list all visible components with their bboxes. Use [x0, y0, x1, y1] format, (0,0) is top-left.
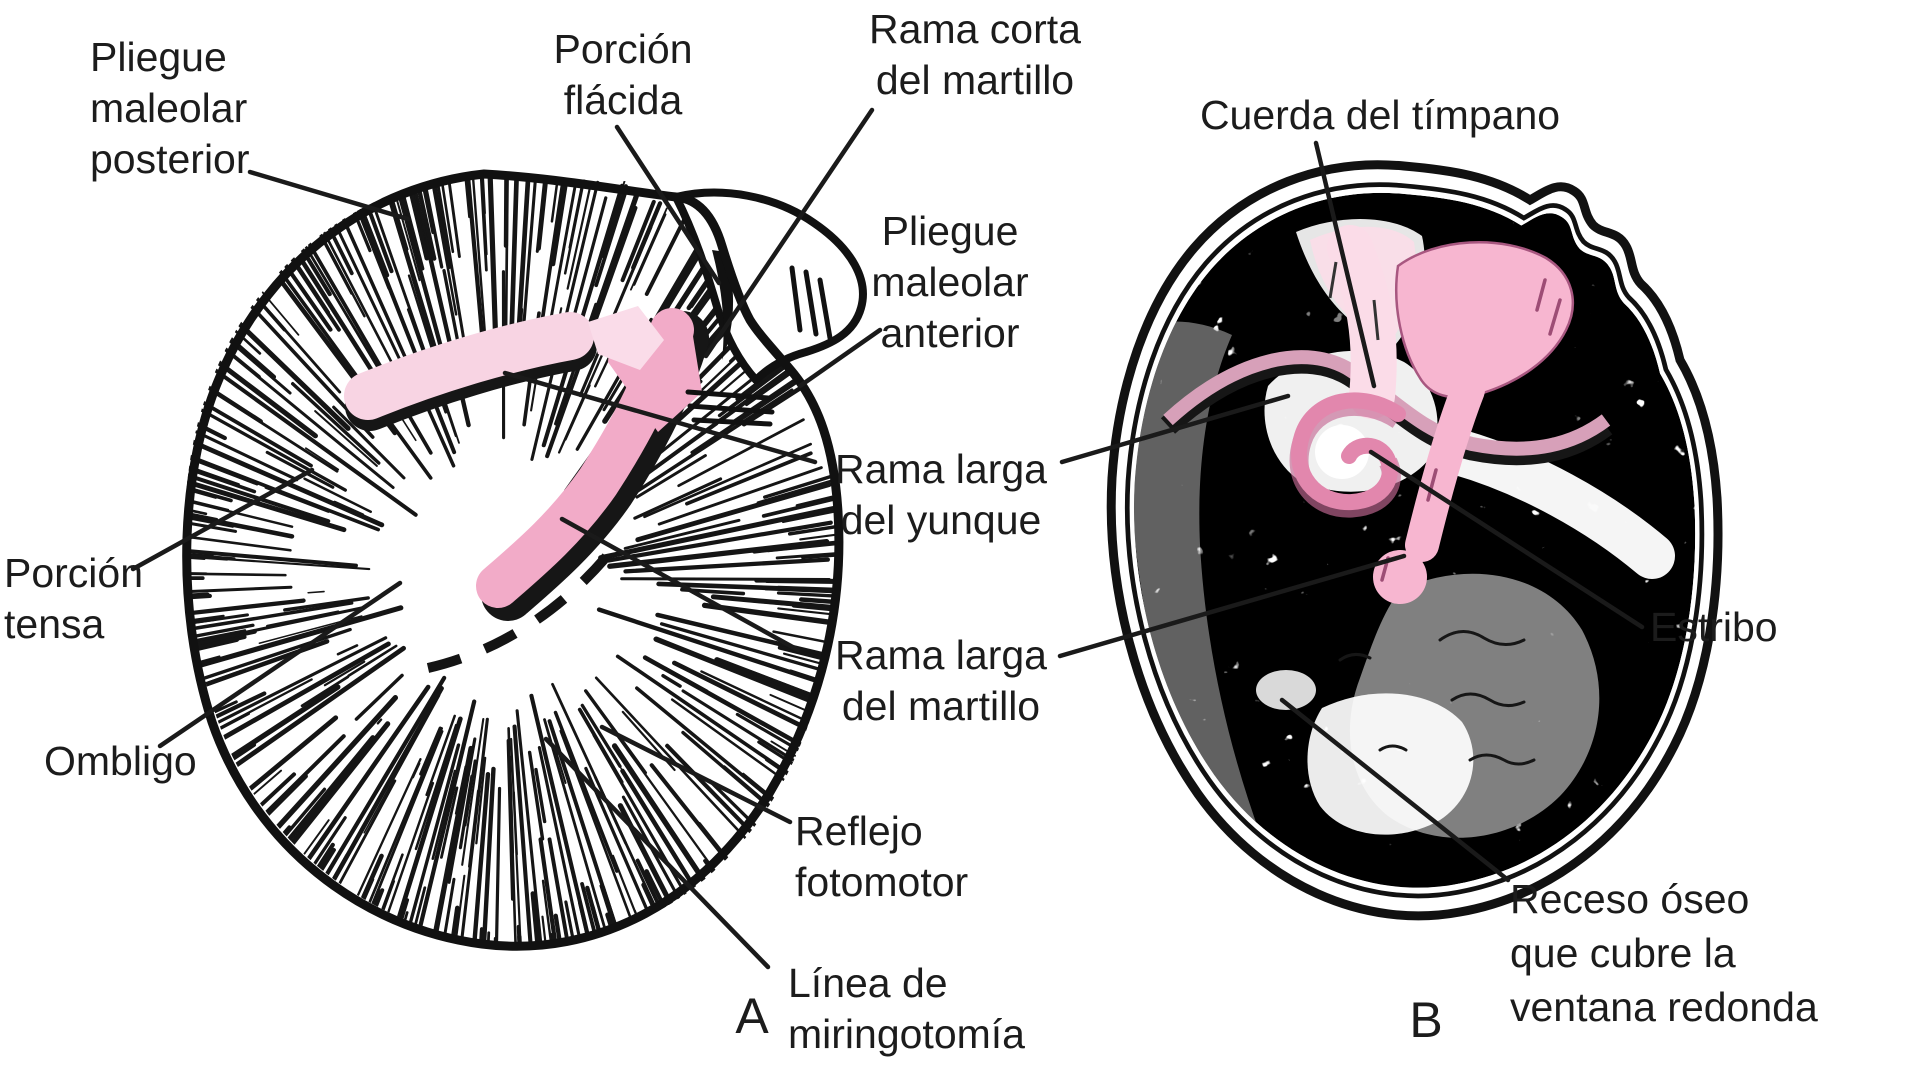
malleus-head [1395, 241, 1575, 399]
label-rama-larga-martillo: Rama larga del martillo [822, 630, 1060, 732]
leader-porcion-tensa [130, 467, 315, 572]
leader-cuerda [1313, 140, 1377, 389]
label-line: Porción [4, 550, 144, 596]
leader-porcion-flacida [614, 124, 722, 286]
panel-b-letter: B [1396, 994, 1456, 1046]
leader-pliegue-anterior [797, 327, 883, 389]
label-reflejo-fotomotor: Reflejo fotomotor [795, 806, 968, 908]
label-line: Rama larga [835, 446, 1047, 492]
label-line: ventana redonda [1510, 984, 1818, 1030]
label-line: del martillo [841, 683, 1041, 729]
label-pliegue-maleolar-posterior: Pliegue maleolar posterior [90, 32, 250, 185]
incus-hatch [1328, 261, 1380, 341]
panel-a-tympanic-membrane [149, 146, 867, 978]
label-line: del martillo [875, 57, 1075, 103]
myringotomy-line [426, 536, 624, 673]
malleus-hatch [1380, 278, 1562, 582]
label-line: A [735, 988, 769, 1044]
label-porcion-flacida: Porción flácida [498, 24, 748, 126]
label-line: Porción [553, 26, 693, 72]
leader-reflejo [599, 724, 793, 825]
label-line: posterior [90, 136, 250, 182]
malleus-shaft [1405, 373, 1485, 562]
label-line: miringotomía [788, 1011, 1025, 1057]
incus-long-process-through-membrane [344, 312, 594, 420]
label-line: anterior [880, 310, 1020, 356]
pars-flaccida [588, 306, 664, 370]
leader-rama-corta [703, 107, 875, 359]
lobe-hatching [685, 265, 833, 427]
label-line: Estribo [1650, 604, 1778, 650]
label-line: Receso óseo [1510, 876, 1750, 922]
label-line: Línea de [788, 960, 948, 1006]
leader-lines [130, 107, 1645, 970]
label-line: B [1409, 992, 1443, 1048]
label-line: Cuerda del tímpano [1199, 92, 1561, 138]
label-linea-miringotomia: Línea de miringotomía [788, 958, 1025, 1060]
leader-martillo-left [559, 516, 801, 653]
label-line: maleolar [90, 85, 248, 131]
label-line: flácida [563, 77, 683, 123]
label-line: Pliegue [881, 208, 1019, 254]
stapes-window [1315, 425, 1369, 479]
eardrum-outline [182, 169, 844, 951]
label-line: Pliegue [90, 34, 227, 80]
leader-pliegue-posterior [247, 169, 411, 222]
label-line: tensa [4, 601, 105, 647]
label-estribo: Estribo [1650, 602, 1778, 653]
label-rama-corta-martillo: Rama corta del martillo [845, 4, 1105, 106]
grey-crescent-veil [1133, 321, 1272, 865]
label-cuerda-timpano: Cuerda del tímpano [1180, 90, 1580, 141]
label-line: Ombligo [44, 738, 197, 784]
leader-estribo [1368, 449, 1645, 630]
label-porcion-tensa: Porción tensa [4, 548, 143, 650]
leader-martillo-right [1057, 553, 1407, 659]
label-receso-oseo: Receso óseo que cubre la ventana redonda [1510, 872, 1818, 1034]
label-rama-larga-yunque: Rama larga del yunque [822, 444, 1060, 546]
label-ombligo: Ombligo [44, 736, 197, 787]
label-line: Rama larga [835, 632, 1047, 678]
middle-ear-interior [1133, 192, 1696, 888]
panel-b-middle-ear [1111, 165, 1718, 916]
promontory-veil [1349, 573, 1600, 838]
label-line: Reflejo [795, 808, 923, 854]
promontory-squiggles [1338, 630, 1536, 766]
label-line: Rama corta [869, 6, 1081, 52]
leader-miringotomia [543, 736, 771, 970]
leader-yunque-right [1059, 393, 1291, 465]
leader-ombligo [157, 580, 403, 749]
label-pliegue-maleolar-anterior: Pliegue maleolar anterior [825, 206, 1075, 359]
label-line: que cubre la [1510, 930, 1736, 976]
round-window-highlight [1256, 670, 1316, 710]
stapes [1291, 392, 1406, 511]
label-line: del yunque [840, 497, 1042, 543]
panel-a-letter: A [722, 990, 782, 1042]
label-line: maleolar [871, 259, 1029, 305]
leader-yunque-left [502, 370, 818, 465]
label-line: fotomotor [795, 859, 969, 905]
leader-receso [1279, 697, 1511, 883]
